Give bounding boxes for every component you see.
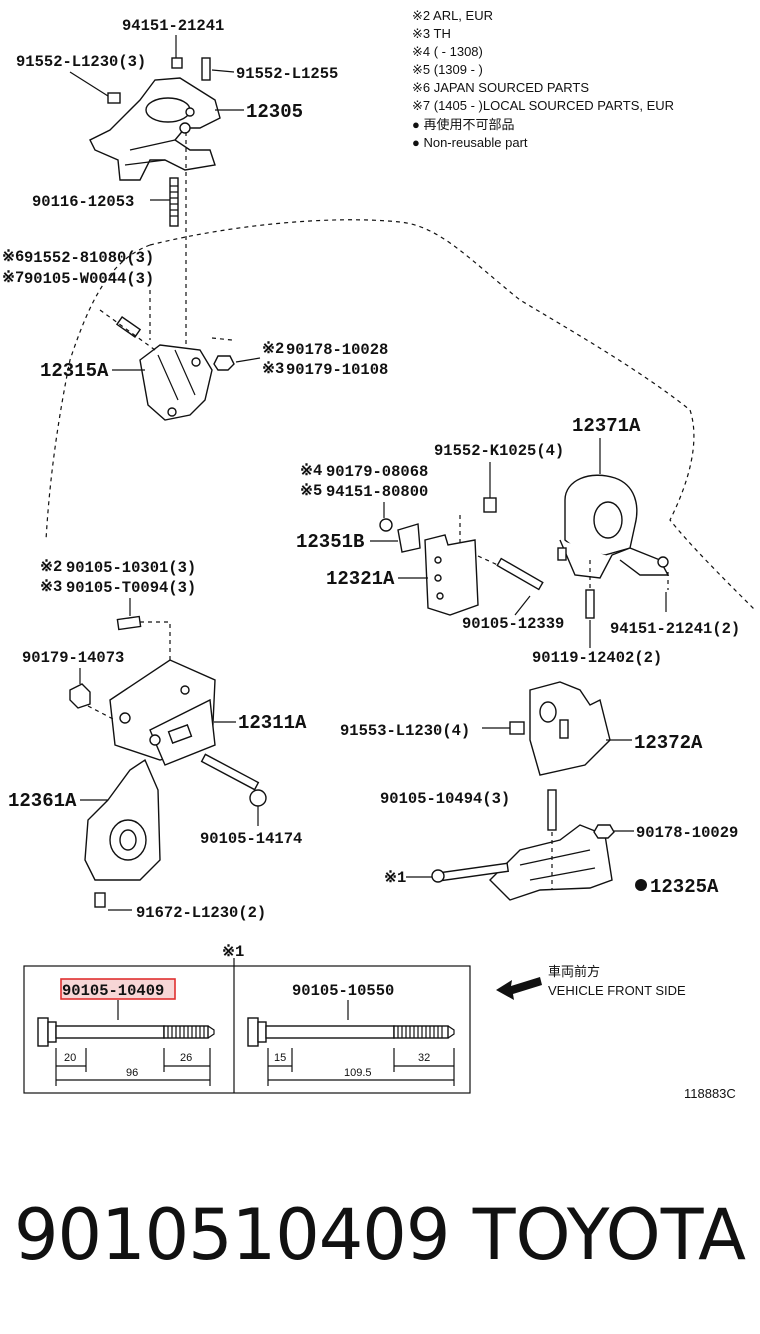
marker-2a: ※2	[262, 340, 284, 358]
label-90178-10028: 90178-10028	[286, 341, 388, 359]
label-90179-14073: 90179-14073	[22, 649, 124, 667]
note-line-7: ● 再使用不可部品	[412, 117, 514, 132]
footer-brand: TOYOTA	[472, 1194, 746, 1276]
mount-12361A-drawing	[84, 758, 161, 908]
label-90105-12339: 90105-12339	[462, 615, 564, 633]
bracket-12325A-drawing	[431, 789, 615, 901]
diagram-code: 118883C	[684, 1086, 736, 1101]
bracket-12311A-drawing	[69, 615, 267, 807]
non-reusable-dot	[635, 879, 647, 891]
bolt-90105-10409-drawing	[37, 1017, 215, 1047]
label-90105-10301: 90105-10301(3)	[66, 559, 196, 577]
note-line-6: ※7 (1405 - )LOCAL SOURCED PARTS, EUR	[412, 98, 674, 113]
marker-6: ※6	[2, 248, 24, 266]
direction-en: VEHICLE FRONT SIDE	[548, 983, 686, 998]
footer-part-number: 9010510409	[14, 1194, 450, 1276]
label-90179-10108: 90179-10108	[286, 361, 388, 379]
label-91552-81080: 91552-81080(3)	[24, 249, 154, 267]
inset-left-part-number[interactable]: 90105-10409	[62, 982, 164, 1000]
label-91552-L1230: 91552-L1230(3)	[16, 53, 146, 71]
marker-5: ※5	[300, 482, 322, 500]
label-91552-K1025: 91552-K1025(4)	[434, 442, 564, 460]
label-94151-21241: 94151-21241	[122, 17, 224, 35]
engine-outline	[149, 219, 756, 611]
bolt-90105-10550-drawing	[247, 1017, 455, 1047]
marker-1: ※1	[384, 869, 406, 887]
mount-12371A-drawing	[557, 474, 670, 579]
label-12321A: 12321A	[326, 568, 395, 590]
note-line-2: ※3 TH	[412, 26, 451, 41]
marker-3b: ※3	[40, 578, 62, 596]
marker-3a: ※3	[262, 360, 284, 378]
bracket-12315A-drawing	[115, 316, 235, 421]
marker-2b: ※2	[40, 558, 62, 576]
footer-caption: 9010510409 TOYOTA	[0, 1190, 760, 1280]
mount-12372A-drawing	[509, 681, 611, 776]
dim-right-head: 15	[274, 1052, 286, 1064]
label-12311A: 12311A	[238, 712, 307, 734]
label-90105-T0094: 90105-T0094(3)	[66, 579, 196, 597]
marker-4: ※4	[300, 462, 322, 480]
mount-12305-drawing	[89, 57, 221, 227]
label-90105-W0044: 90105-W0044(3)	[24, 270, 154, 288]
label-91672-L1230: 91672-L1230(2)	[136, 904, 266, 922]
label-12325A: 12325A	[650, 876, 719, 898]
label-90116-12053: 90116-12053	[32, 193, 134, 211]
label-12371A: 12371A	[572, 415, 641, 437]
inset-box	[23, 965, 471, 1094]
engine-outline-left	[45, 244, 151, 541]
dim-right-total: 109.5	[344, 1067, 372, 1079]
label-90105-14174: 90105-14174	[200, 830, 302, 848]
label-12351B: 12351B	[296, 531, 364, 553]
dim-right-thread: 32	[418, 1052, 430, 1064]
bracket-12321A-drawing	[397, 523, 544, 616]
direction-jp: 車両前方	[548, 964, 600, 979]
label-12315A: 12315A	[40, 360, 109, 382]
note-line-4: ※5 (1309 - )	[412, 62, 483, 77]
note-line-1: ※2 ARL, EUR	[412, 8, 493, 23]
label-90179-08068: 90179-08068	[326, 463, 428, 481]
parts-diagram: ※2 ARL, EUR ※3 TH ※4 ( - 1308) ※5 (1309 …	[2, 8, 756, 1101]
label-94151-21241-2: 94151-21241(2)	[610, 620, 740, 638]
note-line-5: ※6 JAPAN SOURCED PARTS	[412, 80, 589, 95]
label-12305: 12305	[246, 101, 303, 123]
note-line-8: ● Non-reusable part	[412, 135, 528, 150]
label-94151-80800: 94151-80800	[326, 483, 428, 501]
label-91552-L1255: 91552-L1255	[236, 65, 338, 83]
label-90105-10494: 90105-10494(3)	[380, 790, 510, 808]
dim-left-total: 96	[126, 1067, 138, 1079]
label-90119-12402: 90119-12402(2)	[532, 649, 662, 667]
front-arrow-icon	[496, 977, 542, 1000]
dim-left-thread: 26	[180, 1052, 192, 1064]
label-12372A: 12372A	[634, 732, 703, 754]
note-line-3: ※4 ( - 1308)	[412, 44, 483, 59]
highlight-box	[60, 978, 176, 1000]
dim-left-head: 20	[64, 1052, 76, 1064]
marker-1-inset: ※1	[222, 943, 244, 961]
label-91553-L1230: 91553-L1230(4)	[340, 722, 470, 740]
label-90178-10029: 90178-10029	[636, 824, 738, 842]
inset-right-part-number: 90105-10550	[292, 982, 394, 1000]
marker-7: ※7	[2, 269, 24, 287]
label-12361A: 12361A	[8, 790, 77, 812]
